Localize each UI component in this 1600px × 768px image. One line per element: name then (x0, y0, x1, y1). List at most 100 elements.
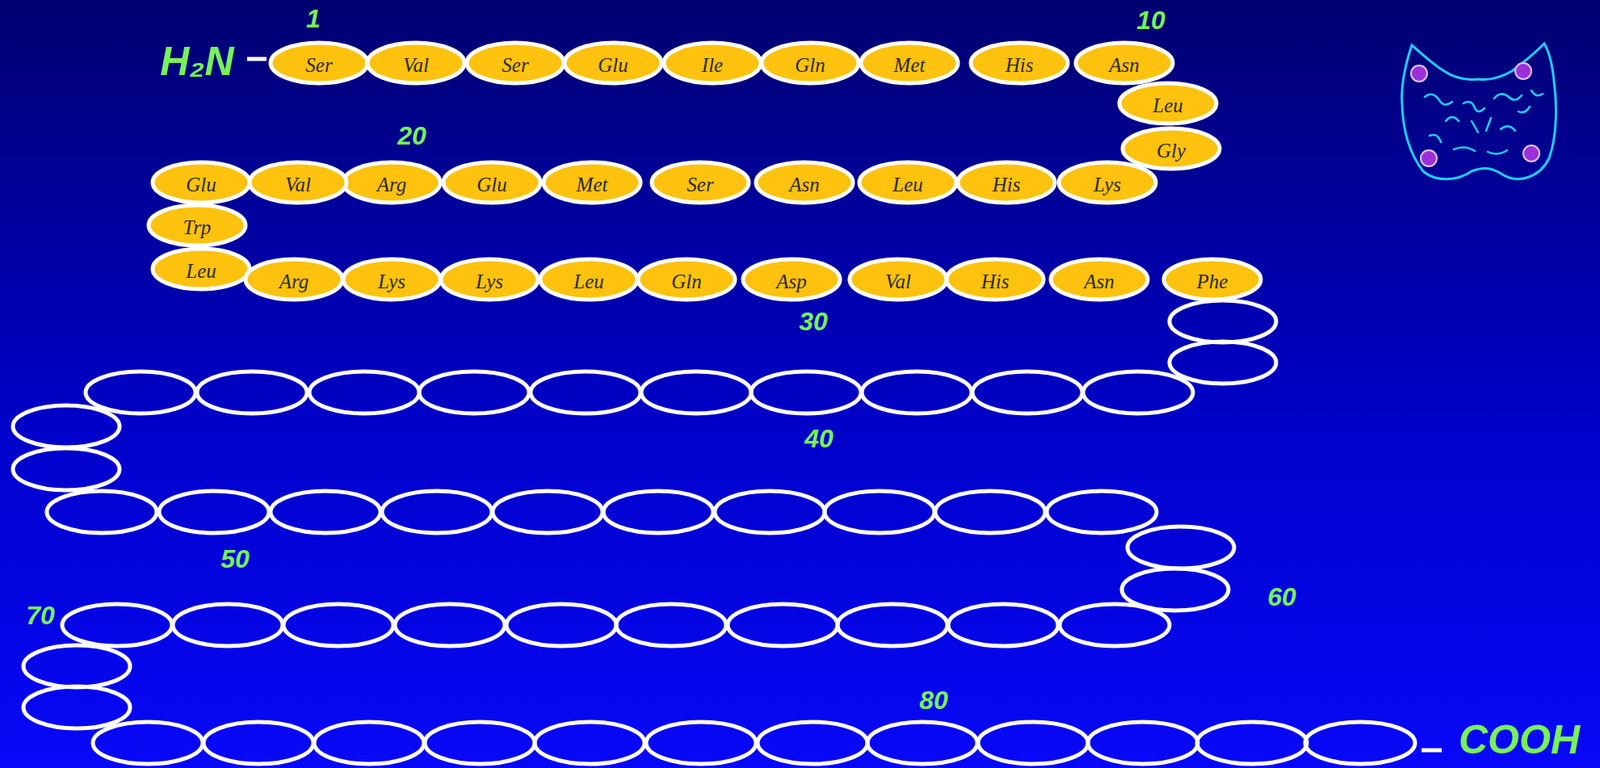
residue-node: Met (541, 160, 643, 205)
residue-node: Glu (562, 41, 664, 85)
residue-number: 70 (25, 600, 55, 631)
residue-oval (616, 604, 727, 647)
residue-oval (62, 604, 173, 647)
amino-acid: Asn (754, 160, 855, 207)
terminal-bond (247, 57, 267, 62)
amino-acid: His (956, 160, 1057, 207)
residue-node: Glu (441, 160, 542, 205)
amino-acid: Gln (760, 41, 861, 88)
residue-oval (85, 371, 196, 414)
residue-oval (867, 722, 978, 765)
amino-acid: Leu (151, 247, 252, 294)
residue-oval (714, 491, 825, 534)
amino-acid: Lys (1057, 160, 1158, 207)
residue-oval (1169, 341, 1277, 384)
residue-oval (506, 604, 617, 647)
residue-oval (12, 405, 120, 448)
amino-acid: Met (859, 41, 960, 88)
amino-acid: Phe (1162, 257, 1263, 304)
residue-node: Arg (243, 257, 345, 302)
residue-oval (861, 371, 972, 414)
parathyroid-dot (1420, 150, 1437, 167)
residue-oval (424, 722, 535, 765)
residue-node: His (944, 257, 1046, 302)
residue-oval (159, 491, 269, 534)
amino-acid: Leu (538, 257, 639, 304)
amino-acid: Ser (268, 41, 370, 88)
residue-node: Ser (650, 160, 751, 205)
residue-number: 60 (1267, 582, 1297, 613)
residue-node: Val (848, 257, 949, 302)
residue-node: Ser (465, 41, 566, 85)
residue-oval (948, 604, 1059, 647)
residue-oval (603, 491, 714, 534)
residue-node: Gln (636, 257, 737, 302)
amino-acid: Asn (1049, 257, 1150, 304)
residue-oval (203, 722, 314, 765)
parathyroid-dot (1523, 145, 1540, 162)
terminus-label: COOH (1458, 716, 1580, 764)
amino-acid: Glu (151, 160, 252, 207)
residue-oval (270, 491, 381, 534)
parathyroid-dot (1515, 62, 1532, 80)
residue-number: 10 (1136, 5, 1166, 36)
residue-oval (757, 722, 868, 765)
amino-acid: Trp (146, 203, 248, 250)
residue-oval (1059, 604, 1170, 647)
residue-oval (197, 371, 307, 414)
residue-oval (46, 491, 157, 534)
residue-oval (172, 604, 283, 647)
residue-node: Val (365, 41, 467, 85)
residue-oval (309, 371, 420, 414)
amino-acid: Arg (341, 160, 442, 207)
gland-texture (1424, 90, 1543, 155)
amino-acid: Ser (465, 41, 566, 88)
residue-oval (978, 722, 1088, 765)
amino-acid: Leu (1117, 81, 1218, 128)
residue-node: His (969, 41, 1070, 85)
residue-oval (283, 604, 394, 647)
residue-oval (837, 604, 948, 647)
terminus-label: H₂N (159, 37, 234, 85)
residue-node: Asn (1049, 257, 1150, 302)
residue-node: His (956, 160, 1057, 205)
residue-oval (23, 686, 131, 729)
residue-node: Leu (1117, 81, 1218, 126)
residue-oval (935, 491, 1046, 534)
residue-node: Lys (341, 257, 442, 302)
residue-oval (1196, 722, 1307, 765)
residue-oval (1046, 491, 1157, 534)
residue-oval (23, 645, 131, 688)
residue-oval (646, 722, 756, 765)
residue-number: 20 (397, 121, 427, 152)
amino-acid: Ser (650, 160, 751, 207)
residue-node: Met (859, 41, 960, 85)
residue-number: 40 (804, 424, 834, 454)
residue-node: Leu (151, 247, 252, 291)
amino-acid: Arg (243, 257, 345, 304)
residue-node: Lys (439, 257, 540, 302)
residue-oval (824, 491, 935, 534)
residue-node: Leu (857, 160, 958, 205)
residue-oval (12, 448, 120, 491)
residue-oval (530, 371, 641, 414)
residue-node: Arg (341, 160, 442, 205)
residue-oval (1305, 722, 1416, 765)
residue-oval (1087, 722, 1198, 765)
residue-oval (92, 722, 203, 765)
residue-node: Asp (741, 257, 842, 302)
amino-acid: Asn (1074, 41, 1175, 88)
residue-oval (1169, 300, 1277, 343)
residue-node: Val (247, 160, 349, 205)
residue-oval (534, 722, 645, 765)
amino-acid: Asp (741, 257, 842, 304)
residue-oval (972, 371, 1083, 414)
amino-acid: Glu (562, 41, 664, 88)
amino-acid: Val (365, 41, 467, 88)
amino-acid: Glu (441, 160, 542, 207)
amino-acid: Lys (341, 257, 442, 304)
residue-oval (727, 604, 838, 647)
residue-oval (419, 371, 530, 414)
residue-node: Phe (1162, 257, 1263, 302)
amino-acid: Val (848, 257, 949, 304)
